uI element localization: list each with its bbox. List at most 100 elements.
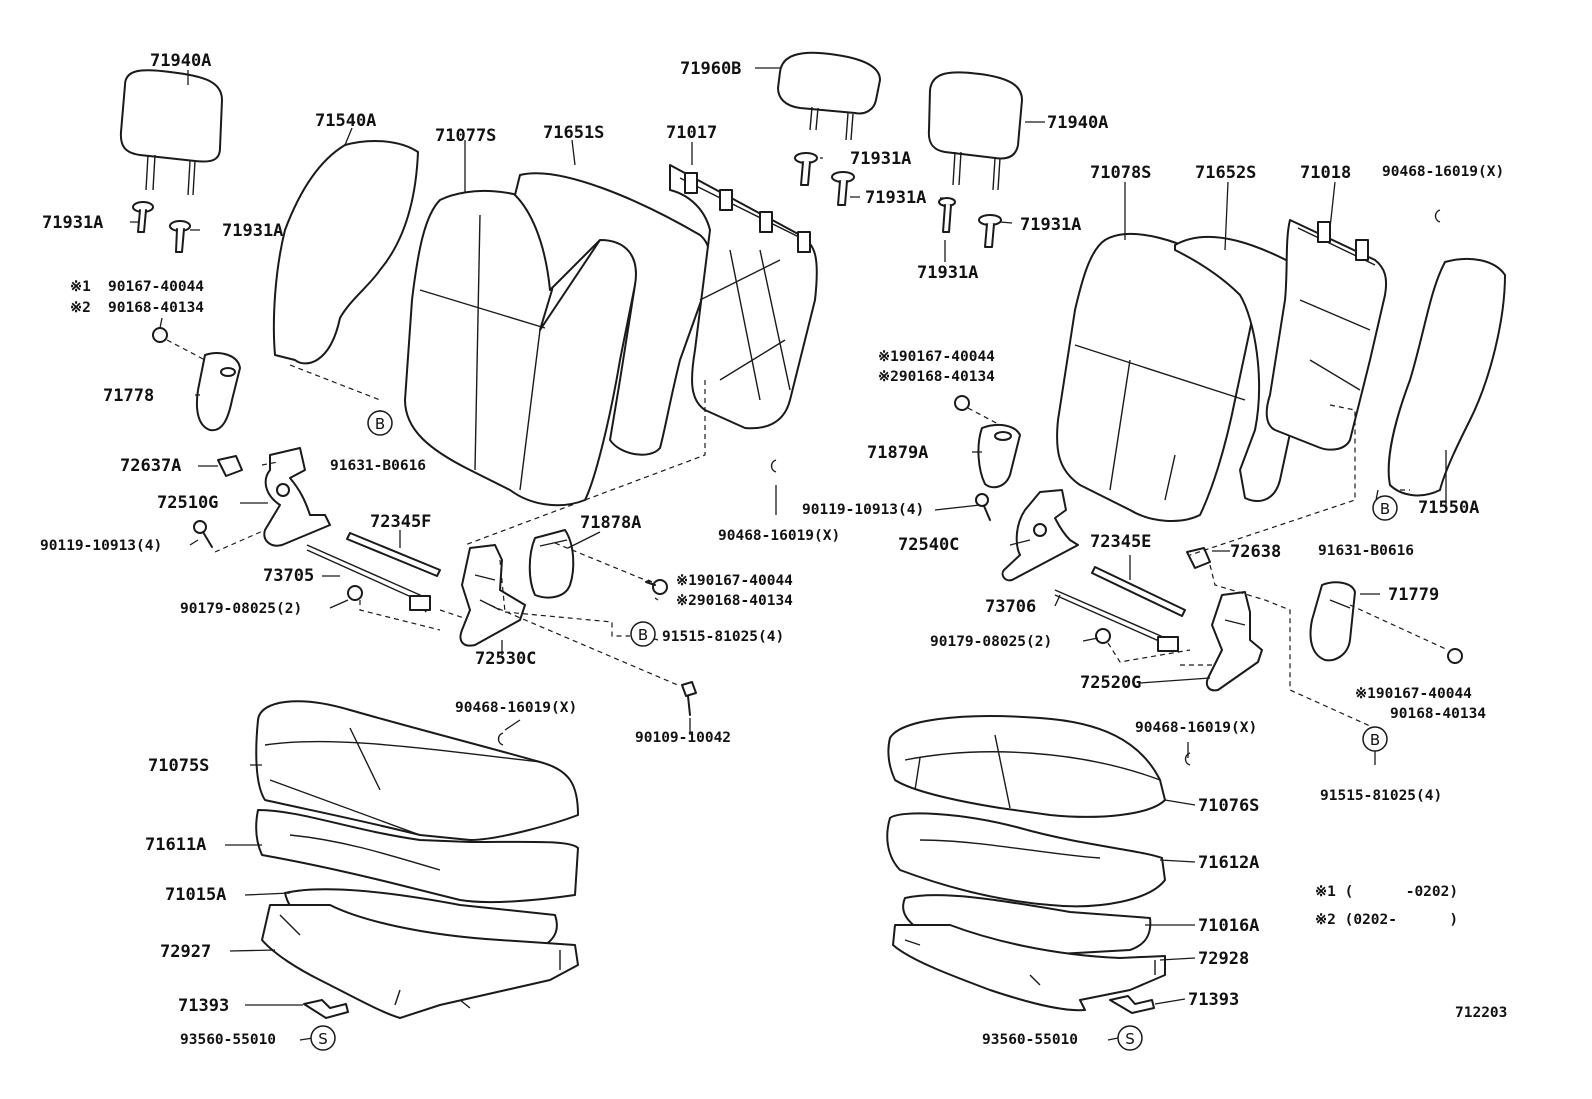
label-71393-right: 71393 xyxy=(1188,990,1239,1010)
seat-pad-71612a-icon xyxy=(886,812,1166,908)
label-note1-mark-left: ※1 xyxy=(70,279,91,295)
bolt-90119-right-icon xyxy=(975,493,991,521)
label-90119-left: 90119-10913(4) xyxy=(40,538,162,554)
bolt-90167-right-icon xyxy=(954,395,1001,426)
label-71960b: 71960B xyxy=(680,59,741,79)
bolt-90167-left-icon xyxy=(152,327,206,361)
bolt-90179-right-icon xyxy=(1095,628,1215,666)
label-71931a-right-c: 71931A xyxy=(1020,215,1081,235)
label-71612a: 71612A xyxy=(1198,853,1259,873)
cable-73705-icon xyxy=(306,544,431,613)
label-71878a: 71878A xyxy=(580,513,641,533)
label-93560-right: 93560-55010 xyxy=(982,1032,1078,1048)
label-71779: 71779 xyxy=(1388,585,1439,605)
headrest-71960b-icon xyxy=(777,51,881,141)
knob-72637a-icon xyxy=(217,455,243,477)
legend-row-2: ※2 (0202- ) xyxy=(1315,912,1458,928)
label-71076s: 71076S xyxy=(1198,796,1259,816)
seatback-pad-71651s-icon xyxy=(514,172,711,456)
label-71075s: 71075S xyxy=(148,756,209,776)
circle-b-right-text: B xyxy=(1380,500,1390,518)
circle-b-mid-icon: B xyxy=(630,621,656,647)
hinge-cover-71779-icon xyxy=(1309,581,1356,662)
seatback-frame-71018-icon xyxy=(1265,219,1388,451)
label-note2-mark-left: ※2 xyxy=(70,300,91,316)
label-71611a: 71611A xyxy=(145,835,206,855)
label-90119-right: 90119-10913(4) xyxy=(802,502,924,518)
headrest-71940a-right-icon xyxy=(927,71,1023,191)
label-72345f: 72345F xyxy=(370,512,431,532)
bolt-90167-center-icon xyxy=(645,579,668,595)
label-note4-left: ※290168-40134 xyxy=(676,593,793,609)
label-72540c: 72540C xyxy=(898,535,959,555)
label-91631-left: 91631-B0616 xyxy=(330,458,426,474)
circle-b-far-right-icon: B xyxy=(1362,726,1388,752)
seat-cover-71075s-icon xyxy=(255,700,579,841)
label-72345e: 72345E xyxy=(1090,532,1151,552)
circle-s-left-icon: S xyxy=(310,1025,336,1051)
cover-71878a-icon xyxy=(528,529,575,599)
hinge-72510g-icon xyxy=(214,447,331,553)
label-71931a-left-b: 71931A xyxy=(222,221,283,241)
label-71931a-left-a: 71931A xyxy=(42,213,103,233)
headrest-71940a-left-icon xyxy=(119,69,223,196)
bolt-90167-far-right-icon xyxy=(1349,604,1463,664)
clip-71393-left-icon xyxy=(303,999,349,1019)
clip-90468-top-icon xyxy=(1184,209,1441,766)
label-71931a-right-a: 71931A xyxy=(850,149,911,169)
seat-frame-72928-icon xyxy=(892,924,1166,1012)
label-90179-left: 90179-08025(2) xyxy=(180,601,302,617)
label-71651s: 71651S xyxy=(543,123,604,143)
label-71017: 71017 xyxy=(666,123,717,143)
label-72510g: 72510G xyxy=(157,493,218,513)
label-note4-right: 90168-40134 xyxy=(1390,706,1486,722)
cover-71879a-icon xyxy=(977,423,1021,489)
label-71778: 71778 xyxy=(103,386,154,406)
label-71077s: 71077S xyxy=(435,126,496,146)
label-73705: 73705 xyxy=(263,566,314,586)
hinge-cover-71778-icon xyxy=(195,352,241,432)
headrest-guide-mid-icon xyxy=(794,152,855,206)
bolt-90109-icon xyxy=(681,681,697,716)
label-73706: 73706 xyxy=(985,597,1036,617)
label-90179-right: 90179-08025(2) xyxy=(930,634,1052,650)
figure-code: 712203 xyxy=(1455,1005,1507,1021)
label-71652s: 71652S xyxy=(1195,163,1256,183)
circle-b-mid-text: B xyxy=(638,626,648,644)
hinge-72540c-icon xyxy=(1001,489,1079,582)
seatback-cover-71077s-icon xyxy=(404,190,640,507)
label-91515-left: 91515-81025(4) xyxy=(662,629,784,645)
label-71931a-right-b: 71931A xyxy=(865,188,926,208)
label-71016a: 71016A xyxy=(1198,916,1259,936)
bolt-90179-left-icon xyxy=(347,585,471,631)
leader-lines xyxy=(130,67,1447,1041)
assembly-line-left xyxy=(289,364,706,687)
label-72637a: 72637A xyxy=(120,456,181,476)
label-71940a-right: 71940A xyxy=(1047,113,1108,133)
seat-frame-72927-icon xyxy=(261,904,579,1019)
circle-s-right-icon: S xyxy=(1117,1025,1143,1051)
hinge-72530c-icon xyxy=(459,544,526,647)
label-90468-left-b: 90468-16019(X) xyxy=(718,528,840,544)
label-91631-right: 91631-B0616 xyxy=(1318,543,1414,559)
rod-72345e-icon xyxy=(1091,566,1186,617)
circle-b-left-icon: B xyxy=(367,410,393,436)
label-note1-right: ※190167-40044 xyxy=(878,349,995,365)
label-71018: 71018 xyxy=(1300,163,1351,183)
label-90109: 90109-10042 xyxy=(635,730,731,746)
label-72928: 72928 xyxy=(1198,949,1249,969)
label-72520g: 72520G xyxy=(1080,673,1141,693)
label-71879a: 71879A xyxy=(867,443,928,463)
label-91515-right: 91515-81025(4) xyxy=(1320,788,1442,804)
bolt-90119-left-icon xyxy=(193,520,213,548)
label-72927: 72927 xyxy=(160,942,211,962)
headrest-guide-icon xyxy=(132,201,191,253)
label-note3-left: ※190167-40044 xyxy=(676,573,793,589)
label-71931a-right-d: 71931A xyxy=(917,263,978,283)
side-cushion-71550a-icon xyxy=(1387,257,1506,497)
label-72638: 72638 xyxy=(1230,542,1281,562)
seat-cover-71076s-icon xyxy=(887,715,1166,818)
headrest-guide-right-icon xyxy=(938,197,1002,248)
label-71015a: 71015A xyxy=(165,885,226,905)
